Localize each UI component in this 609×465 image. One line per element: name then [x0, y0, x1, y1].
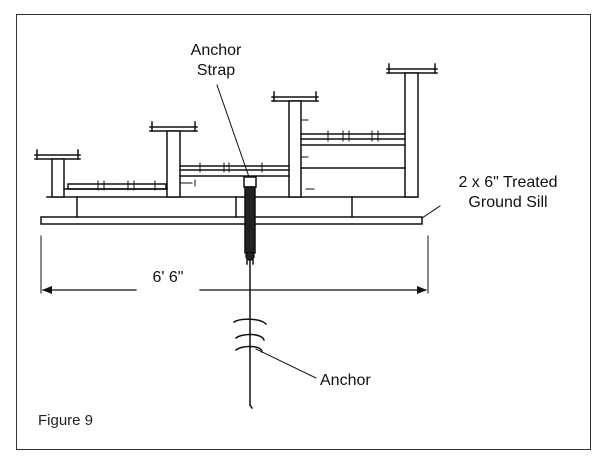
anchor-strap-label-line1: Anchor — [190, 42, 242, 59]
beam-middle — [179, 165, 290, 177]
dimension-label: 6' 6" — [136, 268, 200, 288]
ground-anchor — [232, 259, 268, 410]
figure-frame — [16, 14, 591, 450]
tie-arrows — [179, 119, 315, 190]
beam-upper-right — [300, 133, 406, 146]
anchor-strap-label: Anchor Strap — [170, 41, 262, 81]
frame-stiffeners — [76, 196, 353, 218]
pier-4 — [386, 63, 438, 198]
anchor-strap-label-line2: Strap — [196, 62, 236, 79]
dimension-extension-lines — [40, 235, 429, 294]
fastener-marks — [97, 130, 379, 191]
leader-lines — [216, 84, 441, 379]
ground-sill-label: 2 x 6" Treated Ground Sill — [429, 173, 587, 213]
pier-2 — [149, 121, 198, 198]
pier-1 — [34, 149, 81, 198]
figure-caption: Figure 9 — [38, 412, 94, 429]
beam-lower-left — [63, 183, 168, 190]
ground-sill-label-line2: Ground Sill — [468, 194, 548, 211]
ground-sill-label-line1: 2 x 6" Treated — [458, 174, 558, 191]
pier-3 — [271, 91, 319, 198]
ground-sill — [40, 216, 423, 225]
anchor-label: Anchor — [320, 372, 371, 389]
anchor-strap — [243, 176, 257, 261]
